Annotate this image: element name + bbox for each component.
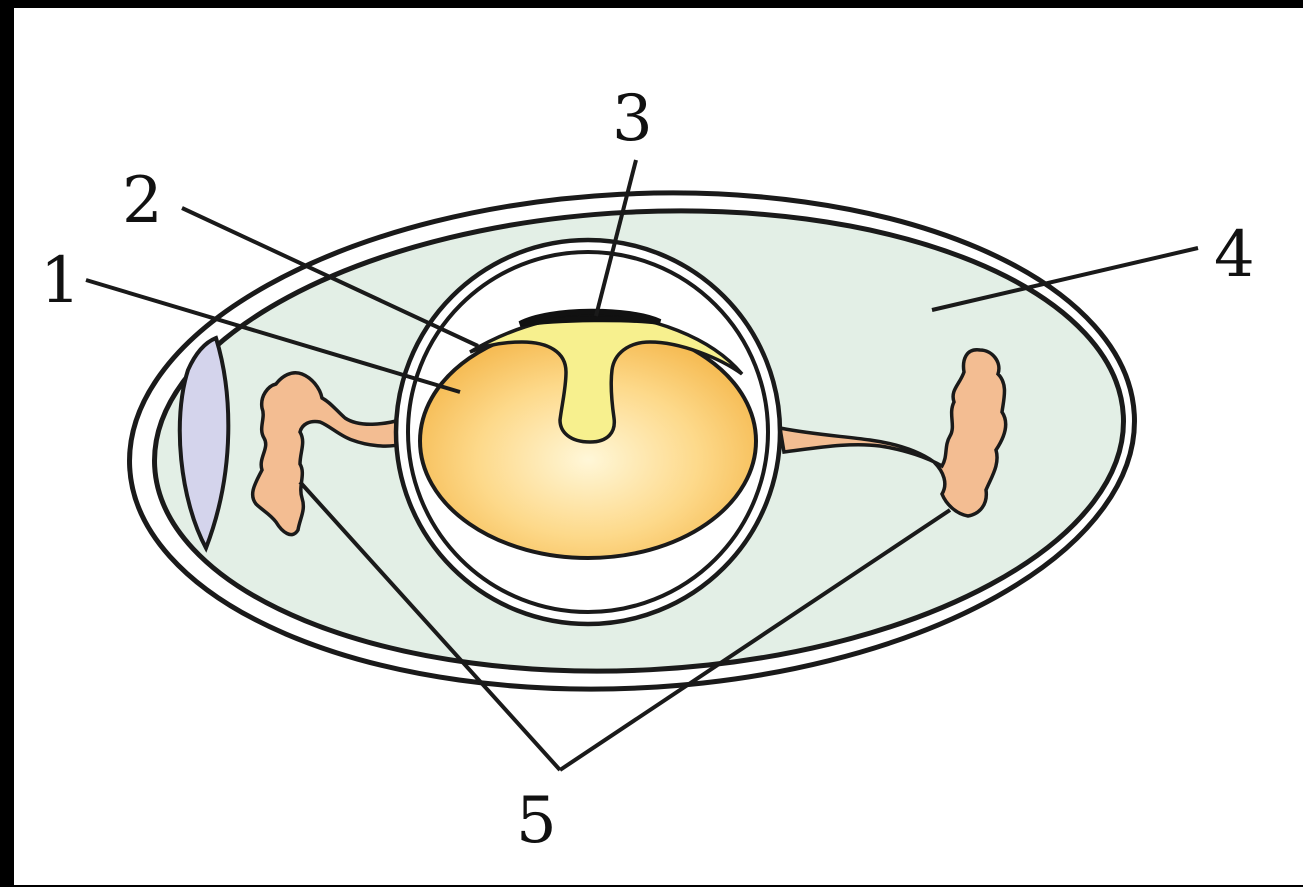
blastodisc (520, 312, 660, 324)
label-3: 3 (612, 82, 653, 156)
label-2: 2 (122, 164, 163, 238)
egg-diagram: 1 2 3 4 5 (14, 8, 1303, 885)
label-5: 5 (516, 784, 557, 858)
label-4: 4 (1214, 218, 1255, 292)
label-1: 1 (40, 244, 81, 318)
diagram-canvas: 1 2 3 4 5 (14, 8, 1303, 885)
